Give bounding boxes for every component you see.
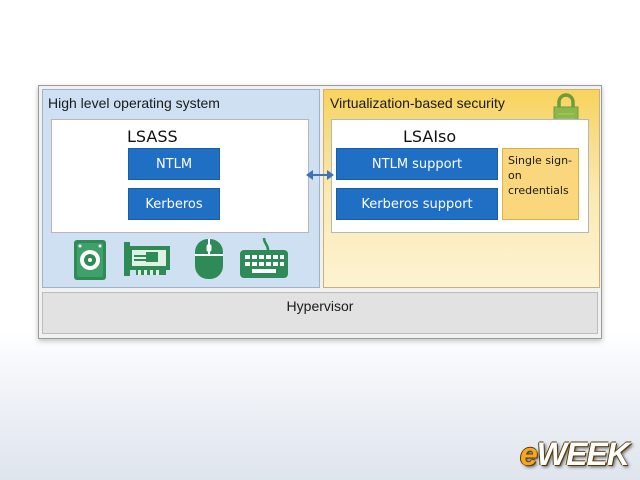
sso-line-3: credentials	[508, 184, 569, 197]
mouse-icon	[195, 239, 223, 279]
kerberos-support-box: Kerberos support	[336, 188, 498, 220]
sso-line-1: Single sign-	[508, 154, 573, 167]
network-card-icon	[124, 242, 170, 276]
hard-drive-icon	[74, 240, 106, 280]
ntlm-support-box: NTLM support	[336, 148, 498, 180]
eweek-logo: eWEEK	[520, 436, 630, 473]
sso-line-2: on	[508, 169, 522, 182]
lsaiso-title: LSAIso	[403, 127, 457, 146]
high-level-os-title: High level operating system	[48, 95, 220, 111]
hypervisor-bar: Hypervisor	[42, 292, 598, 334]
keyboard-icon	[240, 237, 288, 278]
logo-week: WEEK	[536, 436, 630, 472]
lsass-title: LSASS	[127, 127, 178, 146]
logo-e: e	[520, 436, 538, 472]
kerberos-box: Kerberos	[128, 188, 220, 220]
single-sign-on-box: Single sign- on credentials	[502, 148, 579, 220]
vbs-title: Virtualization-based security	[330, 95, 505, 111]
double-arrow-icon	[306, 170, 334, 180]
hypervisor-label: Hypervisor	[286, 298, 354, 314]
ntlm-box: NTLM	[128, 148, 220, 180]
